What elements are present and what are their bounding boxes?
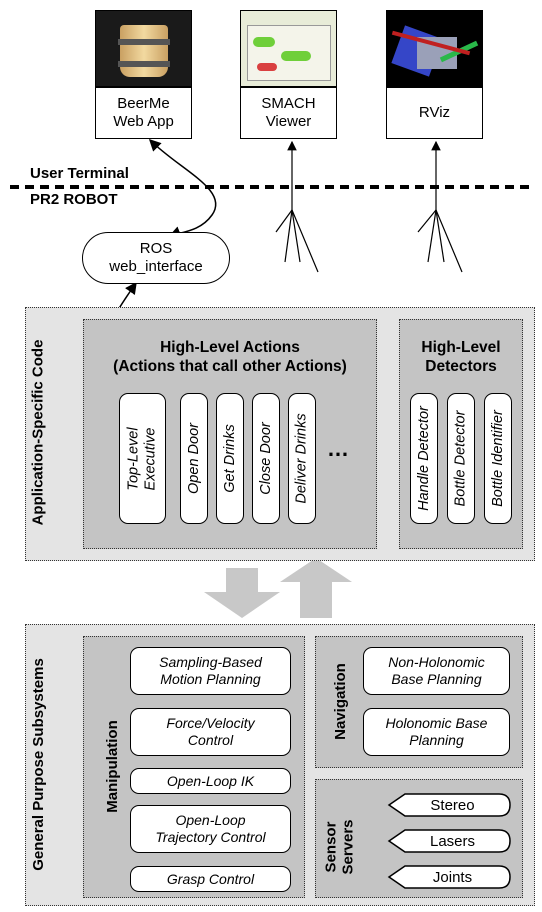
get-drinks-box: Get Drinks [216,393,244,524]
joints-label: Joints [432,868,473,886]
ros-web-interface: ROS web_interface [82,232,230,284]
high-level-actions-title: High-Level Actions (Actions that call ot… [113,339,347,375]
close-door-box: Close Door [252,393,280,524]
stereo-label: Stereo [430,796,475,814]
beerme-screen [95,10,192,87]
open-loop-trajectory-control: Open-Loop Trajectory Control [130,805,291,853]
smach-fan-lines [275,140,319,273]
navigation-title: Navigation [331,662,349,740]
open-door-box: Open Door [180,393,208,524]
ros-label: ROS [139,240,173,257]
terminal-label: SMACH [261,95,316,112]
force-velocity-control: Force/Velocity Control [130,708,291,756]
application-specific-title: Application-Specific Code [29,339,47,525]
user-terminal-label: User Terminal [30,165,129,182]
pr2-robot-label: PR2 ROBOT [30,191,118,208]
more-actions-ellipsis: … [327,436,349,461]
rviz-screen [386,10,483,87]
terminal-label: BeerMe [117,95,170,112]
lasers-label: Lasers [429,832,476,850]
high-level-detectors-title: High-Level Detectors [421,339,501,375]
up-arrow [280,558,352,618]
holonomic-base-planning: Holonomic Base Planning [363,708,510,756]
beer-bucket-image [120,25,168,77]
open-loop-ik: Open-Loop IK [130,768,291,794]
handle-detector-box: Handle Detector [410,393,438,524]
general-purpose-title: General Purpose Subsystems [29,657,47,871]
terminal-label: Web App [113,113,174,130]
manipulation-title: Manipulation [103,719,121,813]
rviz: RViz [386,87,483,139]
deliver-drinks-box: Deliver Drinks [288,393,316,524]
beerme-web-app: BeerMe Web App [95,87,192,139]
bottle-identifier-box: Bottle Identifier [484,393,512,524]
non-holonomic-base-planning: Non-Holonomic Base Planning [363,647,510,695]
grasp-control: Grasp Control [130,866,291,892]
bottle-detector-box: Bottle Detector [447,393,475,524]
down-arrow [204,568,280,618]
ros-label: web_interface [109,258,203,275]
smach-viewer: SMACH Viewer [240,87,337,139]
terminal-label: RViz [418,104,451,121]
smach-screen [240,10,337,87]
sampling-based-motion-planning: Sampling-Based Motion Planning [130,647,291,695]
terminal-label: Viewer [265,113,312,130]
rviz-fan-lines [417,140,463,273]
